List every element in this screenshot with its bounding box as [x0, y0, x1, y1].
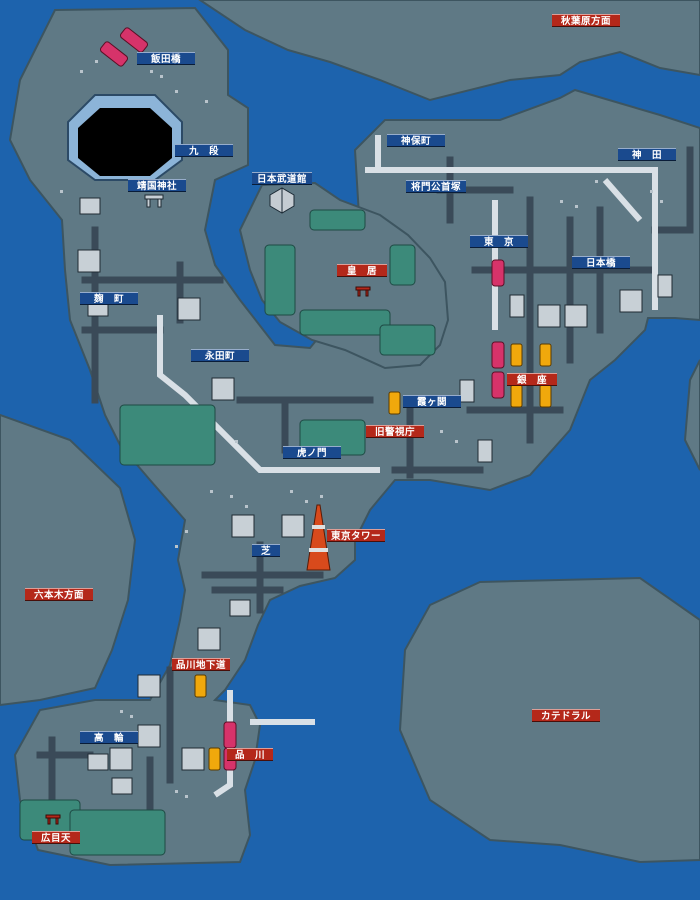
label-tokyo[interactable]: 東 京	[470, 235, 528, 248]
label-cathedral[interactable]: カテドラル	[532, 709, 600, 722]
label-roppongi[interactable]: 六本木方面	[25, 588, 93, 601]
label-kasumigaseki[interactable]: 霞ヶ関	[403, 395, 461, 408]
label-kojimachi[interactable]: 麹 町	[80, 292, 138, 305]
octagonal-dome-icon	[67, 94, 183, 181]
label-jimbocho[interactable]: 神保町	[387, 134, 445, 147]
label-toranomon[interactable]: 虎ノ門	[283, 446, 341, 459]
east-land	[683, 359, 700, 471]
label-ginza[interactable]: 銀 座	[507, 373, 557, 386]
label-old-police[interactable]: 旧警視庁	[366, 425, 424, 438]
buildings	[77, 197, 673, 795]
trains	[99, 27, 505, 771]
label-kudan[interactable]: 九 段	[175, 144, 233, 157]
label-shiba[interactable]: 芝	[252, 544, 280, 557]
label-shinagawa[interactable]: 品 川	[227, 748, 273, 761]
tokyo-tower-icon	[306, 504, 331, 571]
label-budokan[interactable]: 日本武道館	[252, 172, 312, 185]
shrine-icon	[45, 286, 371, 825]
label-kotenmokuten[interactable]: 広目天	[32, 831, 80, 844]
label-masakado[interactable]: 将門公首塚	[406, 180, 466, 193]
label-yasukuni[interactable]: 靖国神社	[128, 179, 186, 192]
label-takanawa[interactable]: 高 輪	[80, 731, 138, 744]
label-iidabashi[interactable]: 飯田橋	[137, 52, 195, 65]
label-nihonbashi[interactable]: 日本橋	[572, 256, 630, 269]
label-akihabara[interactable]: 秋葉原方面	[552, 14, 620, 27]
label-tokyo-tower[interactable]: 東京タワー	[327, 529, 385, 542]
torii-gate-icon	[144, 194, 164, 208]
label-kokyo[interactable]: 皇 居	[337, 264, 387, 277]
rubble-patches	[60, 60, 663, 798]
label-shinagawa-subway[interactable]: 品川地下道	[172, 658, 230, 671]
label-nagatacho[interactable]: 永田町	[191, 349, 249, 362]
budokan-roof-icon	[269, 187, 295, 214]
label-kanda[interactable]: 神 田	[618, 148, 676, 161]
northeast-land	[198, 0, 700, 102]
west-land	[0, 413, 137, 707]
